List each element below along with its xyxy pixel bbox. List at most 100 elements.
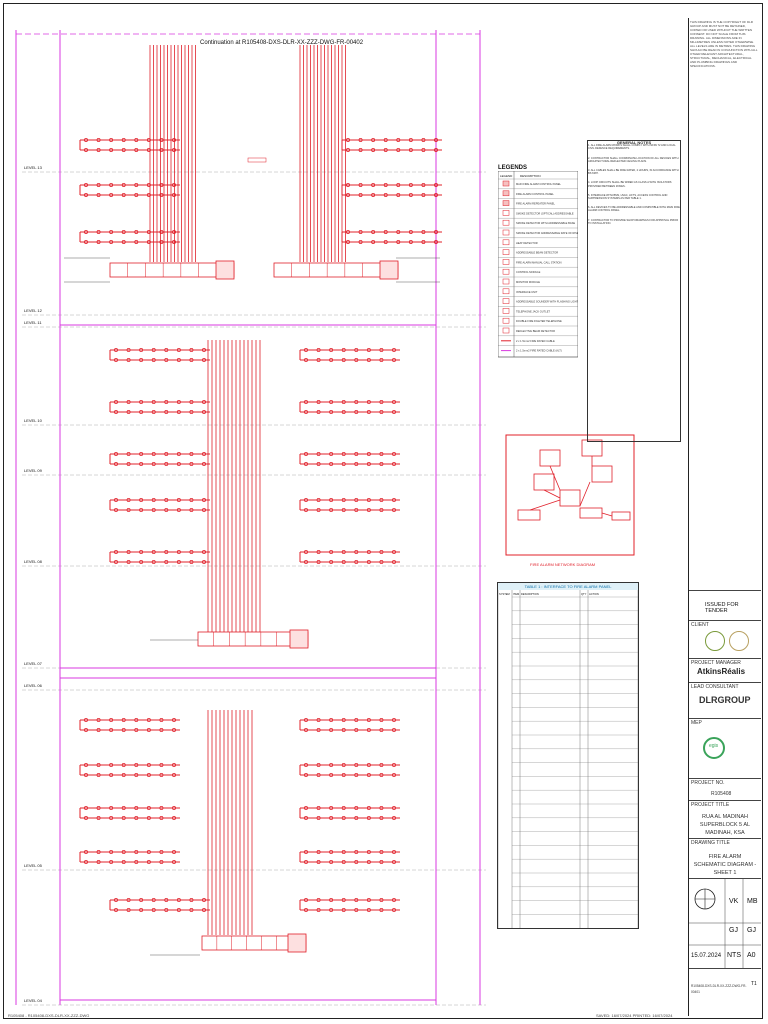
- smoke-detector-icon: [172, 183, 176, 187]
- smoke-detector-icon: [379, 806, 384, 810]
- legend-description: TELEPHONE JACK OUTLET: [516, 309, 550, 313]
- smoke-detector-icon: [366, 773, 371, 777]
- smoke-detector-icon: [366, 816, 371, 820]
- smoke-detector-icon: [172, 138, 176, 142]
- smoke-detector-icon: [392, 806, 396, 810]
- smoke-detector-icon: [354, 806, 359, 810]
- smoke-detector-icon: [146, 240, 151, 244]
- title-block: ISSUED FOR TENDER CLIENT PROJECT MANAGER…: [688, 18, 761, 1016]
- legend-title: LEGENDS: [498, 165, 528, 171]
- smoke-detector-icon: [371, 193, 376, 197]
- smoke-detector-icon: [304, 410, 308, 414]
- smoke-detector-icon: [151, 410, 156, 414]
- smoke-detector-icon: [134, 806, 139, 810]
- level-label: LEVEL 10: [24, 418, 42, 423]
- smoke-detector-icon: [329, 806, 334, 810]
- network-node: [611, 511, 631, 521]
- smoke-detector-icon: [316, 816, 321, 820]
- smoke-detector-icon: [304, 550, 308, 554]
- smoke-detector-icon: [109, 148, 114, 152]
- smoke-detector-icon: [354, 410, 359, 414]
- client-label: CLIENT: [691, 622, 709, 628]
- smoke-detector-icon: [392, 410, 396, 414]
- smoke-detector-icon: [346, 193, 350, 197]
- smoke-detector-icon: [172, 850, 176, 854]
- smoke-detector-icon: [354, 550, 359, 554]
- smoke-detector-icon: [176, 348, 181, 352]
- copyright-notes: THIS DRAWING IS THE COPYRIGHT OF DLR GRO…: [690, 20, 758, 68]
- smoke-detector-icon: [172, 816, 176, 820]
- smoke-detector-icon: [316, 560, 321, 564]
- smoke-detector-icon: [421, 138, 426, 142]
- smoke-detector-icon: [114, 908, 118, 912]
- label-box: [247, 157, 267, 163]
- legend-symbol-icon: [502, 219, 510, 226]
- smoke-detector-icon: [121, 763, 126, 767]
- legend-symbol-icon: [502, 268, 510, 275]
- smoke-detector-icon: [346, 183, 350, 187]
- smoke-detector-icon: [392, 550, 396, 554]
- legend-description: SMOKE DETECTOR ADDRESSABLE RATE OF RISE: [516, 231, 578, 235]
- smoke-detector-icon: [341, 550, 346, 554]
- smoke-detector-icon: [341, 462, 346, 466]
- smoke-detector-icon: [304, 400, 308, 404]
- smoke-detector-icon: [139, 358, 144, 362]
- smoke-detector-icon: [189, 508, 194, 512]
- fire-alarm-panel: [201, 933, 307, 953]
- legend-symbol-icon: [502, 308, 510, 314]
- smoke-detector-icon: [84, 806, 88, 810]
- smoke-detector-icon: [392, 860, 396, 864]
- pm-label: PROJECT MANAGER: [691, 660, 741, 666]
- smoke-detector-icon: [202, 348, 206, 352]
- legend-description: SMOKE DETECTOR WITH ADDRESSABLE BASE: [516, 221, 575, 225]
- smoke-detector-icon: [84, 850, 88, 854]
- smoke-detector-icon: [151, 498, 156, 502]
- smoke-detector-icon: [126, 462, 131, 466]
- general-note-item: 5. INTERFACE WITH BMS, HVAC, LIFTS, ACCE…: [588, 193, 668, 201]
- smoke-detector-icon: [358, 240, 363, 244]
- smoke-detector-icon: [392, 816, 396, 820]
- legend-symbol-icon: [502, 190, 510, 197]
- smoke-detector-icon: [109, 138, 114, 142]
- smoke-detector-icon: [316, 498, 321, 502]
- smoke-detector-icon: [358, 230, 363, 234]
- client-logo-icon: [705, 631, 725, 651]
- smoke-detector-icon: [159, 138, 164, 142]
- smoke-detector-icon: [202, 400, 206, 404]
- legend-description: MAIN FIRE ALARM CONTROL PANEL: [516, 182, 562, 186]
- north-arrow-icon: [689, 879, 761, 969]
- smoke-detector-icon: [379, 410, 384, 414]
- smoke-detector-icon: [146, 138, 151, 142]
- smoke-detector-icon: [164, 348, 169, 352]
- network-link: [579, 481, 591, 507]
- project-title-cell: PROJECT TITLE RUA AL MADINAH SUPERBLOCK …: [689, 800, 761, 838]
- smoke-detector-icon: [354, 358, 359, 362]
- smoke-detector-icon: [421, 183, 426, 187]
- smoke-detector-icon: [329, 816, 334, 820]
- smoke-detector-icon: [366, 508, 371, 512]
- smoke-detector-icon: [392, 452, 396, 456]
- smoke-detector-icon: [189, 400, 194, 404]
- smoke-detector-icon: [316, 508, 321, 512]
- smoke-detector-icon: [316, 773, 321, 777]
- smoke-detector-icon: [84, 860, 88, 864]
- smoke-detector-icon: [84, 773, 88, 777]
- smoke-detector-icon: [139, 452, 144, 456]
- smoke-detector-icon: [346, 230, 350, 234]
- smoke-detector-icon: [354, 462, 359, 466]
- smoke-detector-icon: [304, 728, 308, 732]
- smoke-detector-icon: [366, 728, 371, 732]
- smoke-detector-icon: [366, 452, 371, 456]
- smoke-detector-icon: [134, 193, 139, 197]
- level-label: LEVEL 05: [24, 863, 42, 868]
- table-header: SYSTEM: [499, 592, 510, 596]
- smoke-detector-icon: [172, 193, 176, 197]
- legend-description: INTERFACE UNIT: [516, 290, 538, 294]
- smoke-detector-icon: [121, 806, 126, 810]
- smoke-detector-icon: [304, 850, 308, 854]
- smoke-detector-icon: [354, 763, 359, 767]
- smoke-detector-icon: [316, 728, 321, 732]
- legend-description: CONTROL MODULE: [516, 270, 541, 274]
- drawing-number: R105408-DXS-DLR-XX-ZZZ-DWG-FR-00401: [691, 984, 747, 994]
- smoke-detector-icon: [126, 358, 131, 362]
